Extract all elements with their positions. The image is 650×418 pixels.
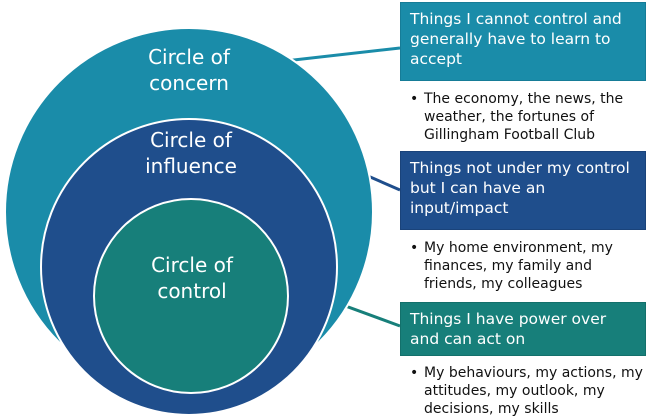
- box-concern: Things I cannot control and generally ha…: [400, 2, 646, 81]
- bullets-concern: The economy, the news, the weather, the …: [410, 90, 646, 144]
- label-circle-of-concern: Circle of concern: [99, 44, 279, 96]
- box-control: Things I have power over and can act on: [400, 302, 646, 356]
- circle-of-control: [93, 198, 289, 394]
- box-influence: Things not under my control but I can ha…: [400, 151, 646, 230]
- connector-concern: [275, 46, 401, 64]
- box-control-text: Things I have power over and can act on: [410, 310, 607, 348]
- bullets-control: My behaviours, my actions, my attitudes,…: [410, 364, 646, 418]
- box-influence-text: Things not under my control but I can ha…: [410, 159, 630, 217]
- box-concern-text: Things I cannot control and generally ha…: [410, 10, 622, 68]
- label-concern-line2: concern: [149, 71, 229, 95]
- label-circle-of-influence: Circle of influence: [101, 127, 281, 179]
- label-circle-of-control: Circle of control: [102, 252, 282, 304]
- label-concern-line1: Circle of: [148, 45, 230, 69]
- label-influence-line1: Circle of: [150, 128, 232, 152]
- bullets-influence: My home environment, my finances, my fam…: [410, 239, 646, 293]
- bullet-control-item: My behaviours, my actions, my attitudes,…: [410, 364, 646, 418]
- bullet-influence-item: My home environment, my finances, my fam…: [410, 239, 646, 293]
- label-influence-line2: influence: [145, 154, 237, 178]
- label-control-line2: control: [157, 279, 227, 303]
- label-control-line1: Circle of: [151, 253, 233, 277]
- bullet-concern-item: The economy, the news, the weather, the …: [410, 90, 646, 144]
